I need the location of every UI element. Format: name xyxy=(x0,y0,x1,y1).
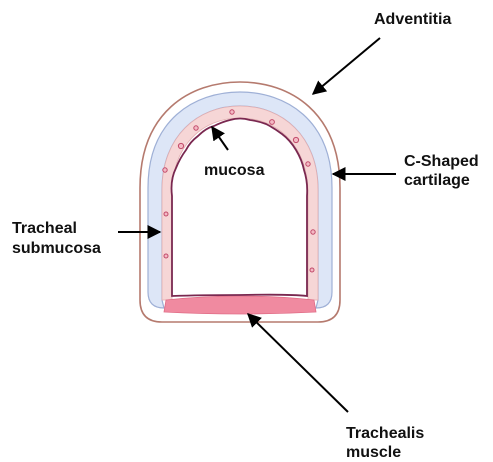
trachealis-arrow xyxy=(248,314,348,412)
tracheal-submucosa-label-line2: submucosa xyxy=(12,240,101,257)
adventitia-arrow xyxy=(313,38,380,94)
adventitia-label: Adventitia xyxy=(374,11,451,28)
trachealis-muscle xyxy=(164,296,316,314)
mucosa-label: mucosa xyxy=(204,162,265,179)
c-shaped-cartilage-label-line1: C-Shaped xyxy=(404,153,479,170)
trachealis-muscle-label-line2: muscle xyxy=(346,444,401,461)
c-shaped-cartilage-label-line2: cartilage xyxy=(404,172,470,189)
mucosa-lining xyxy=(172,119,308,297)
trachealis-muscle-label-line1: Trachealis xyxy=(346,425,424,442)
tracheal-submucosa-label-line1: Tracheal xyxy=(12,220,77,237)
